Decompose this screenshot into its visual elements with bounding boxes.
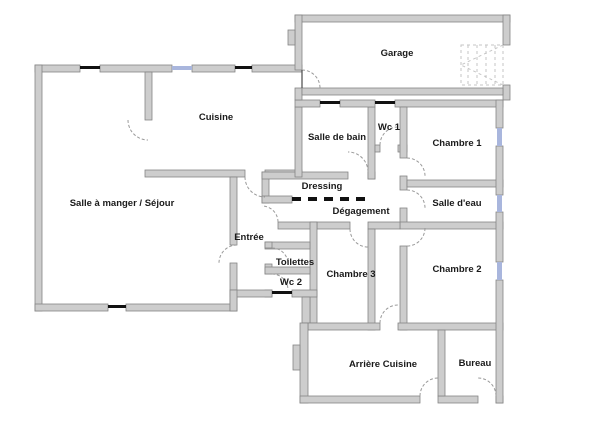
wall-segment <box>144 71 153 121</box>
wall-segment <box>374 144 381 153</box>
wall-segment <box>264 266 311 275</box>
room-label-sejour: Salle à manger / Séjour <box>70 198 175 209</box>
wall-segment <box>397 322 504 331</box>
door-arc <box>477 377 497 397</box>
wall-segment <box>437 395 479 404</box>
wall-segment <box>437 329 446 397</box>
wall-segment <box>294 99 321 108</box>
wall-segment <box>367 106 376 180</box>
wall-segment <box>99 64 173 73</box>
wall-segment <box>399 221 504 230</box>
wall-segment <box>495 145 504 196</box>
wall-segment <box>292 344 301 371</box>
wall-segment <box>125 303 238 312</box>
wall-segment <box>309 221 318 324</box>
wall-segment <box>294 87 303 101</box>
wall-segment <box>301 87 504 96</box>
wall-segment <box>251 64 303 73</box>
room-label-chambre2: Chambre 2 <box>432 264 481 275</box>
room-label-wc1: Wc 1 <box>378 122 401 133</box>
door-arc <box>271 273 289 291</box>
wall-segment <box>495 99 504 129</box>
wall-segment <box>495 211 504 263</box>
wall-segment <box>34 303 109 312</box>
door-arc <box>379 304 399 324</box>
door-arc <box>301 69 321 89</box>
stair-line <box>460 44 504 86</box>
door-arc <box>244 176 266 198</box>
room-labels: Garage Cuisine Salle à manger / Séjour S… <box>70 48 492 370</box>
wall-segment <box>495 279 504 404</box>
room-label-dressing: Dressing <box>302 181 343 192</box>
room-label-wc2: Wc 2 <box>280 277 302 288</box>
window-black <box>235 66 252 69</box>
room-label-toilettes: Toilettes <box>276 257 314 268</box>
wall-segment <box>299 395 421 404</box>
room-label-cuisine: Cuisine <box>199 112 233 123</box>
wall-segment <box>34 64 43 312</box>
wall-segment <box>261 195 293 204</box>
wall-segment <box>301 296 311 324</box>
wall-segment <box>287 29 296 46</box>
wall-segment <box>399 245 408 331</box>
room-label-arriere-cuisine: Arrière Cuisine <box>349 359 417 370</box>
room-label-bureau: Bureau <box>459 358 492 369</box>
wall-segment <box>294 14 511 23</box>
window-blue <box>497 262 502 280</box>
wall-segment <box>502 14 511 46</box>
door-arc <box>218 244 238 264</box>
stair-line <box>460 44 504 66</box>
wall-segment <box>291 289 318 298</box>
window-blue <box>172 66 192 70</box>
window-black <box>272 291 292 294</box>
window-black <box>320 101 340 104</box>
window-black <box>108 305 126 308</box>
wall-segment <box>144 169 246 178</box>
door-arc <box>347 151 369 173</box>
door-arc <box>406 227 426 247</box>
window-black <box>375 101 395 104</box>
door-arc <box>127 119 149 141</box>
wall-segment <box>294 14 303 71</box>
wall-segment <box>399 175 408 191</box>
door-arc <box>261 205 279 223</box>
room-label-degagement: Dégagement <box>332 206 390 217</box>
wall-segment <box>367 221 401 230</box>
room-label-salle-de-bain: Salle de bain <box>308 132 366 143</box>
room-label-entree: Entrée <box>234 232 264 243</box>
room-label-salle-deau: Salle d'eau <box>432 198 481 209</box>
doors <box>127 69 497 397</box>
room-label-chambre1: Chambre 1 <box>432 138 482 149</box>
wall-segment <box>339 99 376 108</box>
door-arc <box>406 157 426 177</box>
door-arc <box>406 189 426 209</box>
door-arc <box>271 247 289 265</box>
windows-black <box>80 66 395 308</box>
wall-segment <box>394 99 504 108</box>
wall-segment <box>299 322 309 404</box>
garage-stairs-icon <box>460 44 504 86</box>
wall-segment <box>261 171 349 180</box>
wall-segment <box>502 84 511 101</box>
wall-segment <box>229 289 238 312</box>
windows-blue <box>172 66 502 280</box>
door-arc <box>379 126 399 146</box>
window-blue <box>497 195 502 212</box>
door-arc <box>419 377 439 397</box>
wall-segment <box>229 176 238 246</box>
room-label-chambre3: Chambre 3 <box>326 269 375 280</box>
wall-segment <box>406 179 504 188</box>
room-label-garage: Garage <box>381 48 414 59</box>
stair-line <box>460 64 504 86</box>
wall-segment <box>264 241 273 249</box>
window-black <box>80 66 100 69</box>
wall-segment <box>294 106 303 178</box>
wall-segment <box>399 106 408 159</box>
door-arc <box>349 228 369 248</box>
wall-segment <box>307 322 381 331</box>
wall-segment <box>191 64 236 73</box>
walls <box>34 14 511 404</box>
window-blue <box>497 128 502 146</box>
